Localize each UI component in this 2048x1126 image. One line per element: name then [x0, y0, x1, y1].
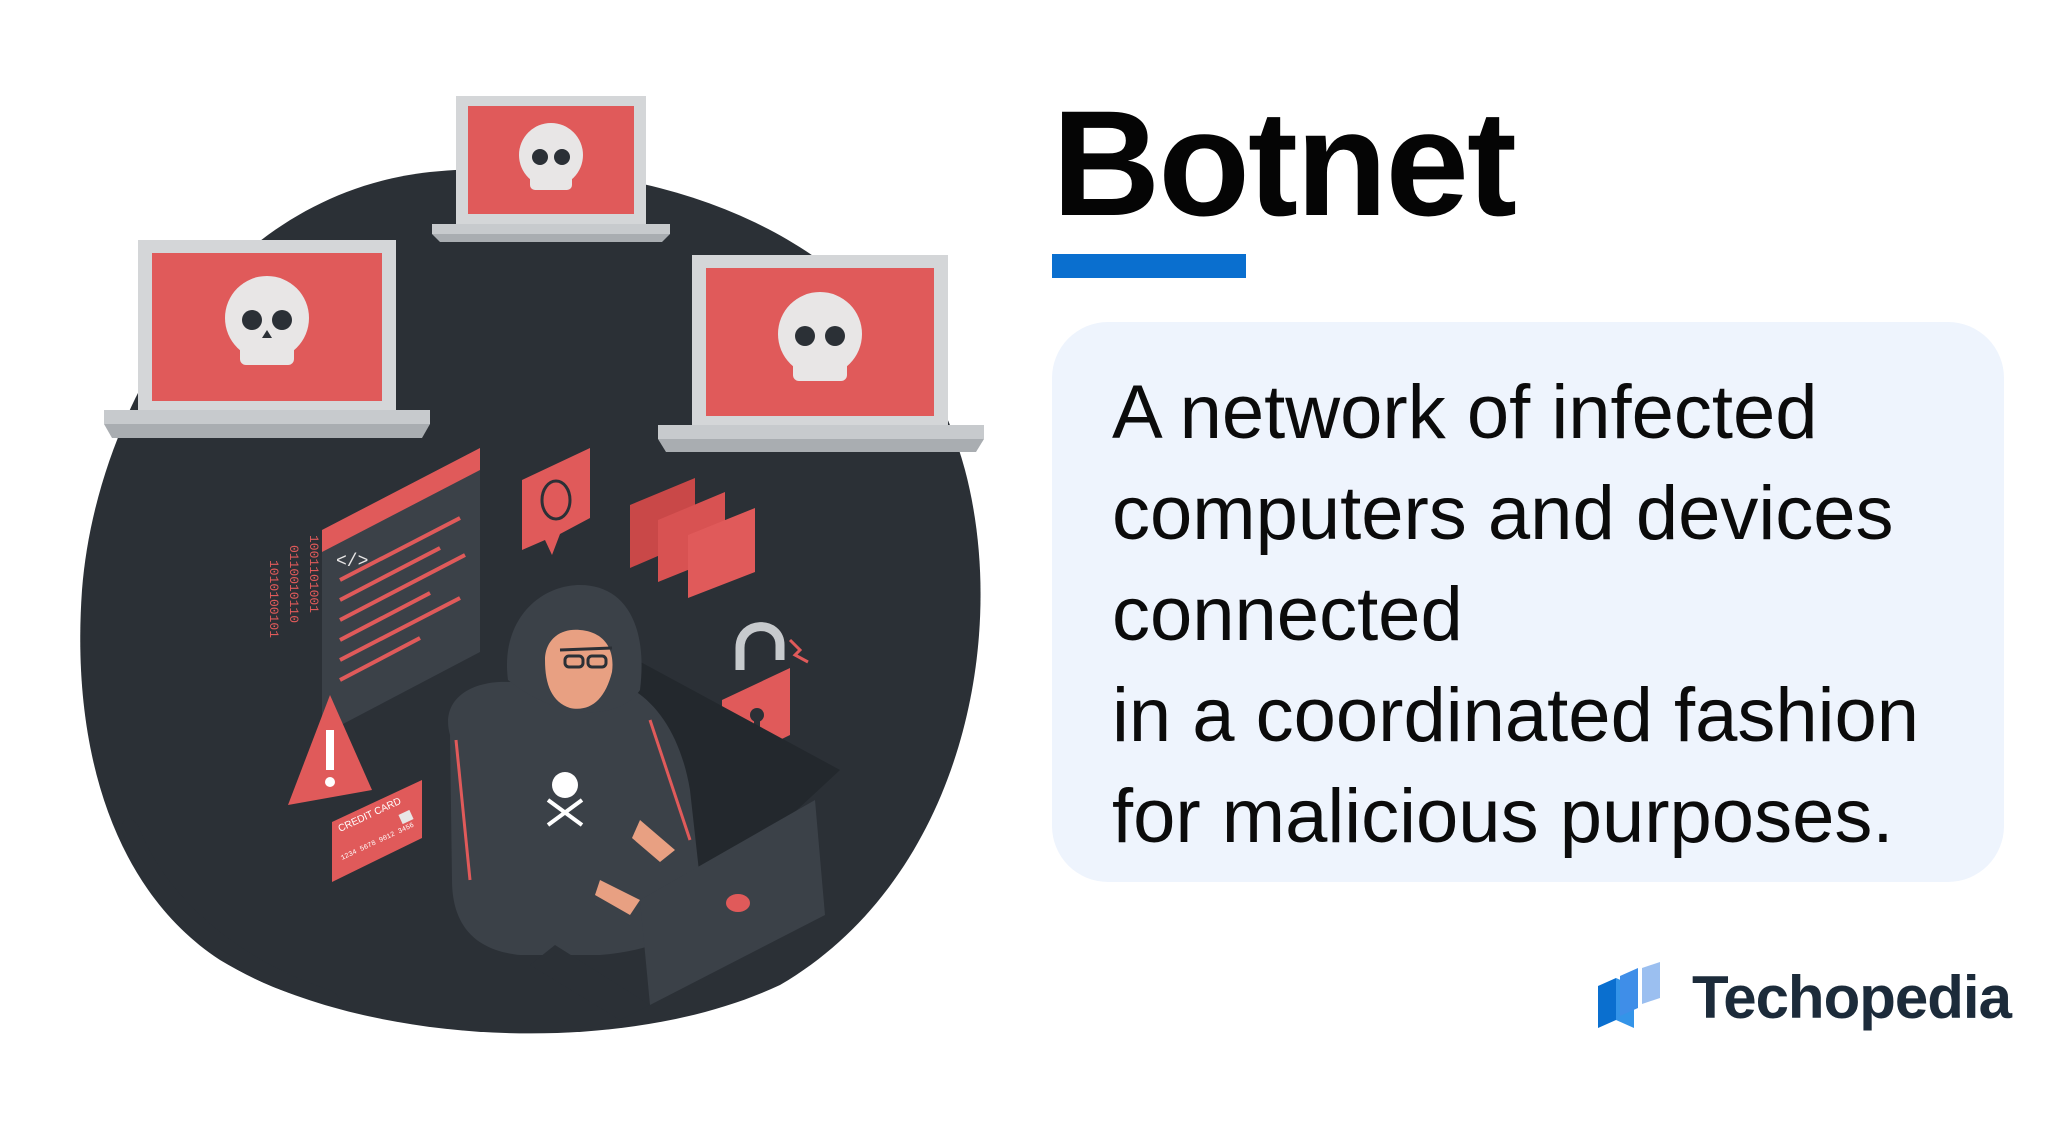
folder-stack	[630, 478, 755, 598]
hooded-hacker	[448, 585, 701, 955]
definition-line: A network of infected	[1112, 370, 1818, 455]
laptop-logo	[726, 894, 750, 912]
definition-line: in a coordinated fashion	[1112, 673, 1920, 758]
infected-laptop-right	[658, 255, 984, 452]
techopedia-logo-icon	[1598, 962, 1660, 1028]
hacker-laptop	[530, 800, 825, 1020]
binary-column-text: 0110010110	[286, 545, 301, 623]
credit-card: CREDIT CARD 1234 5678 9012 3456	[332, 780, 422, 882]
blob-tail	[121, 818, 341, 1006]
title-underline	[1052, 254, 1246, 278]
code-window: </>	[322, 448, 480, 735]
skull-icon	[519, 123, 583, 190]
binary-column-text: 1010100101	[266, 560, 281, 638]
bug-warning-badge	[522, 448, 590, 555]
techopedia-brand[interactable]: Techopedia	[1596, 958, 2012, 1038]
bug-icon	[540, 479, 572, 521]
warning-triangle-icon	[288, 695, 372, 805]
brand-name: Techopedia	[1692, 964, 2012, 1031]
binary-columns: 1010100101 0110010110 1001101001	[266, 535, 321, 638]
infected-laptop-top	[432, 96, 670, 242]
code-tag-label: </>	[336, 552, 368, 572]
page-title: Botnet	[1052, 79, 1517, 247]
binary-column-text: 1001101001	[306, 535, 321, 613]
definition-card: A network of infected computers and devi…	[1052, 322, 2004, 882]
infected-laptop-left	[104, 240, 430, 438]
definition-line: connected	[1112, 572, 1463, 657]
skull-icon	[778, 292, 862, 381]
skull-crossbones-icon	[546, 772, 584, 827]
skull-icon	[225, 276, 309, 365]
definition-line: computers and devices	[1112, 471, 1894, 556]
definition-line: for malicious purposes.	[1112, 774, 1894, 859]
botnet-illustration: </> 1010100101 0110010110 1001101001 CRE…	[80, 96, 984, 1034]
